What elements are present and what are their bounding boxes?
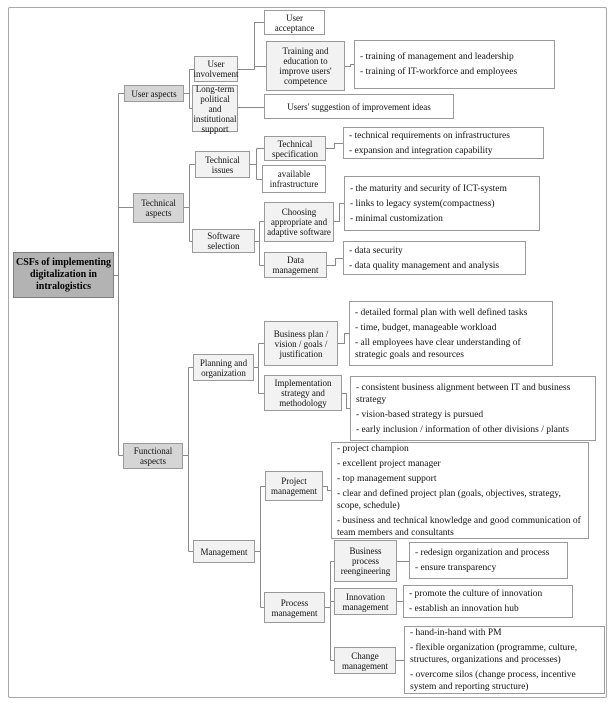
details-choosing-software: - the maturity and security of ICT-syste… [344, 176, 540, 231]
bullet-line: - training of management and leadership [360, 52, 514, 62]
node-business-plan: Business plan / vision / goals / justifi… [264, 321, 338, 366]
node-innovation-management: Innovation management [334, 588, 397, 615]
details-change-management: - hand-in-hand with PM - flexible organi… [404, 626, 605, 694]
node-long-term-support: Long-term political and institutional su… [192, 83, 238, 134]
node-management: Management [193, 540, 255, 563]
node-technical-specification: Technical specification [264, 136, 326, 161]
details-business-process-reengineering: - redesign organization and process - en… [409, 542, 568, 579]
bullet-line: - links to legacy system(compactness) [350, 198, 495, 209]
details-data-management: - data security - data quality managemen… [343, 241, 526, 275]
details-training-education: - training of management and leadership … [354, 40, 555, 89]
node-available-infrastructure: available infrastructure [262, 165, 326, 193]
node-business-process-reengineering: Business process reengineering [334, 540, 397, 582]
node-training-education: Training and education to improve users'… [266, 41, 345, 91]
bullet-line: - detailed formal plan with well defined… [355, 307, 528, 318]
bullet-line: - vision-based strategy is pursued [356, 409, 484, 420]
bullet-line: - flexible organization (programme, cult… [410, 643, 578, 665]
bullet-line: - data security [349, 245, 403, 256]
node-functional-aspects: Functional aspects [123, 443, 183, 469]
node-implementation-strategy: Implementation strategy and methodology [264, 375, 342, 411]
node-software-selection: Software selection [192, 229, 255, 253]
bullet-line: - technical requirements on infrastructu… [349, 130, 510, 141]
details-implementation-strategy: - consistent business alignment between … [350, 376, 596, 441]
bullet-line: - promote the culture of innovation [409, 589, 543, 599]
details-technical-specification: - technical requirements on infrastructu… [343, 127, 544, 159]
node-change-management: Change management [334, 647, 396, 674]
node-user-involvement: User involvement [194, 56, 239, 82]
details-innovation-management: - promote the culture of innovation - es… [403, 585, 573, 618]
details-business-plan: - detailed formal plan with well defined… [349, 301, 553, 366]
bullet-line: - data quality management and analysis [349, 260, 500, 271]
bullet-line: - hand-in-hand with PM [410, 628, 502, 638]
bullet-line: - clear and defined project plan (goals,… [337, 488, 561, 511]
bullet-line: - consistent business alignment between … [356, 382, 571, 405]
node-users-suggestion: Users' suggestion of improvement ideas [264, 94, 454, 119]
bullet-line: - the maturity and security of ICT-syste… [350, 183, 507, 194]
node-planning-organization: Planning and organization [193, 354, 254, 381]
bullet-line: - project champion [337, 443, 409, 454]
bullet-line: - business and technical knowledge and g… [337, 515, 581, 538]
node-user-aspects: User aspects [124, 85, 184, 102]
bullet-line: - establish an innovation hub [409, 604, 519, 614]
bullet-line: - expansion and integration capability [349, 145, 493, 156]
bullet-line: - excellent project manager [337, 458, 441, 469]
bullet-line: - training of IT-workforce and employees [360, 67, 518, 77]
bullet-line: - early inclusion / information of other… [356, 424, 569, 435]
bullet-line: - minimal customization [350, 213, 443, 224]
node-technical-issues: Technical issues [195, 151, 250, 178]
bullet-line: - ensure transparency [415, 563, 497, 573]
details-project-management: - project champion - excellent project m… [331, 442, 589, 539]
node-project-management: Project management [265, 471, 323, 501]
node-process-management: Process management [264, 592, 325, 623]
bullet-line: - all employees have clear understanding… [355, 337, 521, 360]
node-technical-aspects: Technical aspects [133, 193, 184, 223]
node-choosing-software: Choosing appropriate and adaptive softwa… [264, 202, 334, 242]
node-root-title: CSFs of implementing digitalization in i… [13, 252, 114, 298]
bullet-line: - top management support [337, 473, 437, 484]
node-user-acceptance: User acceptance [264, 10, 325, 35]
bullet-line: - redesign organization and process [415, 548, 550, 558]
bullet-line: - time, budget, manageable workload [355, 322, 497, 333]
node-data-management: Data management [264, 252, 327, 278]
bullet-line: - overcome silos (change process, incent… [410, 670, 576, 692]
